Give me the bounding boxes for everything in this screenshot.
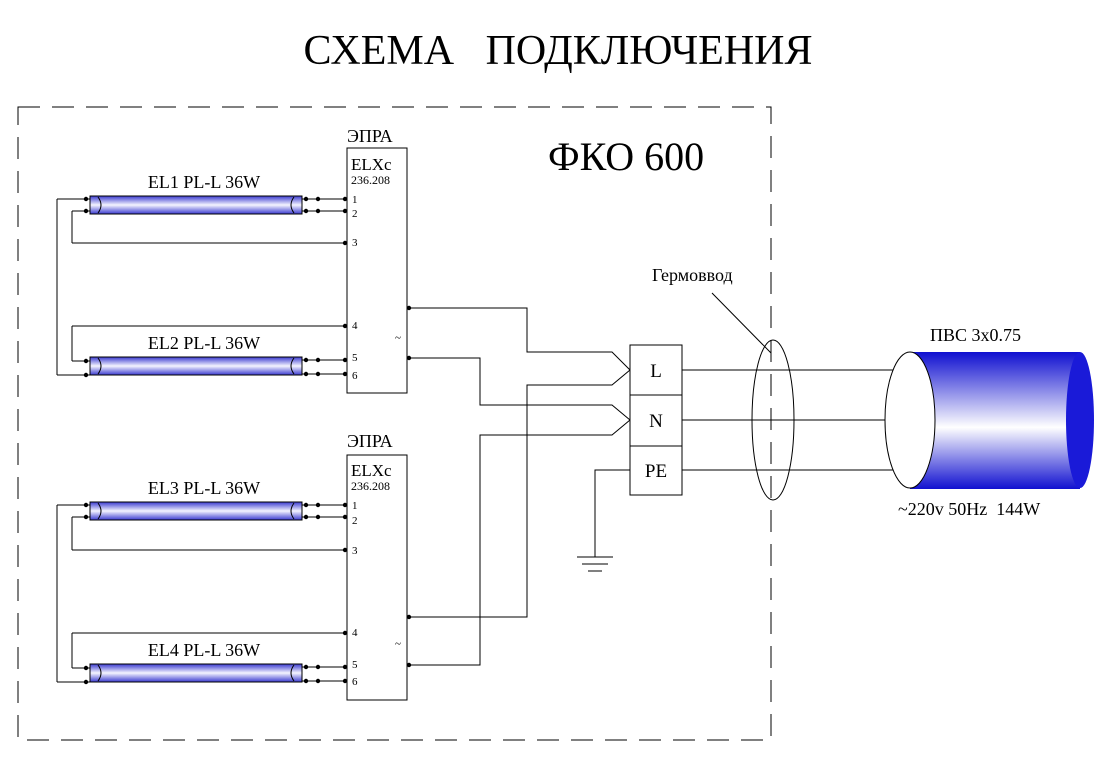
terminal-pe: PE	[645, 461, 667, 482]
fixture-enclosure	[17, 106, 772, 741]
ballast-2-pin-4: 4	[352, 627, 358, 639]
ballast-2-code: 236.208	[351, 479, 390, 493]
ballast-1-pin-2: 2	[352, 208, 358, 220]
ground-icon	[577, 556, 613, 572]
ballast-1-tilde: ~	[395, 332, 401, 344]
lamp-3	[89, 501, 303, 521]
ballast-2-label: ЭПРА	[347, 431, 393, 451]
supply-label: ~220v 50Hz 144W	[898, 499, 1040, 519]
page-title: СХЕМА ПОДКЛЮЧЕНИЯ	[303, 28, 812, 74]
ballast-1-label: ЭПРА	[347, 126, 393, 146]
ballast-2-model: ELXc	[351, 461, 392, 480]
fixture-name: ФКО 600	[548, 134, 704, 179]
lamp-1	[89, 195, 303, 215]
ballast-2-pin-1: 1	[352, 500, 358, 512]
ballast-1	[346, 147, 408, 394]
gland-label: Гермоввод	[652, 265, 733, 285]
lamp-3-label: EL3 PL-L 36W	[148, 478, 260, 498]
ballast-1-pin-1: 1	[352, 194, 358, 206]
ballast-1-pin-5: 5	[352, 352, 358, 364]
junction-dots	[83, 196, 412, 685]
ballast-1-pin-4: 4	[352, 320, 358, 332]
ballast-1-model: ELXc	[351, 155, 392, 174]
lamp-4-label: EL4 PL-L 36W	[148, 640, 260, 660]
terminal-l: L	[650, 361, 662, 382]
supply-wiring	[409, 307, 631, 666]
cable-conductors	[682, 369, 907, 471]
lamp-1-label: EL1 PL-L 36W	[148, 172, 260, 192]
terminal-n: N	[649, 411, 663, 432]
lamp-2-label: EL2 PL-L 36W	[148, 333, 260, 353]
ballast-2-pin-6: 6	[352, 676, 358, 688]
ballast-1-pin-3: 3	[352, 237, 358, 249]
ballast-2-tilde: ~	[395, 638, 401, 650]
lamp-2	[89, 356, 303, 376]
terminal-block	[629, 344, 683, 496]
ballast-2-pin-5: 5	[352, 659, 358, 671]
cable	[884, 351, 1094, 489]
ballast-2-pin-3: 3	[352, 545, 358, 557]
gland-leader	[711, 292, 772, 354]
ballast-1-code: 236.208	[351, 173, 390, 187]
ballast-2-pin-2: 2	[352, 515, 358, 527]
lamp-4	[89, 663, 303, 683]
ballast-1-pin-6: 6	[352, 370, 358, 382]
ballast-2	[346, 454, 408, 701]
cable-label: ПВС 3x0.75	[930, 325, 1021, 345]
